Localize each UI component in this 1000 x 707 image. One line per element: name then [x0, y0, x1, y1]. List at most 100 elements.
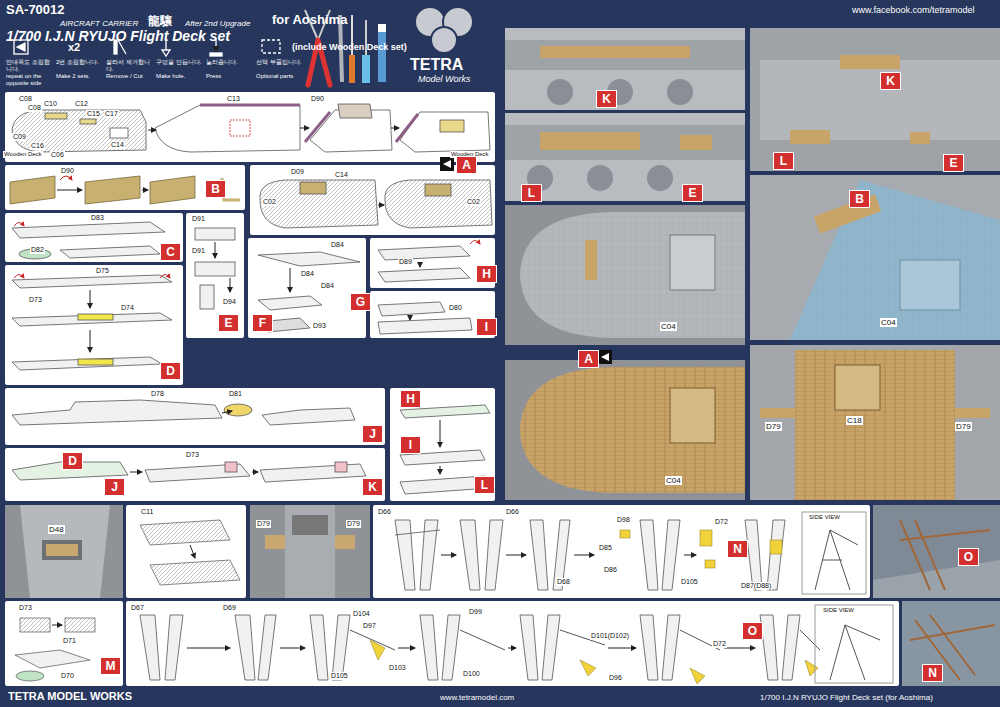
- part-number: D66: [377, 508, 392, 516]
- step-badge: K: [362, 478, 383, 496]
- part-number: C10: [43, 100, 58, 108]
- part-number: C08: [27, 104, 42, 112]
- caption-text: Wooden Deck: [3, 151, 43, 158]
- caption-text: 龍驤: [148, 15, 172, 29]
- step-badge: O: [742, 622, 763, 640]
- part-number: D80: [448, 304, 463, 312]
- step-badge: K: [596, 90, 617, 108]
- part-number: D73: [18, 604, 33, 612]
- part-number: C12: [74, 100, 89, 108]
- part-number: D91: [191, 215, 206, 223]
- step-letter: D: [166, 364, 175, 378]
- part-number: C08: [18, 95, 33, 103]
- step-letter: O: [748, 624, 757, 638]
- step-letter: O: [964, 550, 973, 564]
- caption-text: After 2nd Upgrade: [185, 19, 250, 28]
- part-number: D89: [398, 258, 413, 266]
- part-number: D70: [60, 672, 75, 680]
- part-number: D84: [300, 270, 315, 278]
- caption-text: for Aoshima: [272, 13, 347, 28]
- caption-text: 반대쪽도 조립합니다.: [6, 59, 54, 72]
- part-number: D48: [48, 525, 65, 534]
- caption-text: Make hole.: [156, 73, 204, 80]
- part-number: D97: [362, 622, 377, 630]
- step-letter: I: [409, 438, 412, 452]
- step-badge: E: [943, 154, 964, 172]
- part-number: D101(D102): [590, 632, 630, 640]
- caption-text: www.facebook.com/tetramodel: [852, 5, 975, 15]
- caption-text: 눌러줍니다.: [206, 59, 254, 66]
- step-badge: A: [456, 156, 477, 174]
- caption-text: www.tetramodel.com: [440, 693, 514, 702]
- step-letter: N: [928, 666, 937, 680]
- caption-text: 1/700 I.J.N RYUJO Flight Deck set (for A…: [760, 693, 933, 702]
- part-number: D69: [222, 604, 237, 612]
- step-letter: H: [482, 267, 491, 281]
- step-letter: B: [211, 182, 220, 196]
- part-number: D73: [185, 451, 200, 459]
- step-badge: H: [400, 390, 421, 408]
- part-number: D74: [120, 304, 135, 312]
- step-badge: D: [160, 362, 181, 380]
- step-badge: C: [160, 243, 181, 261]
- step-letter: A: [584, 352, 593, 366]
- part-number: D66: [505, 508, 520, 516]
- part-number: D71: [62, 637, 77, 645]
- part-number: D84: [320, 282, 335, 290]
- step-letter: N: [733, 542, 742, 556]
- part-number: D90: [310, 95, 325, 103]
- step-letter: C: [166, 245, 175, 259]
- part-number: D99: [468, 608, 483, 616]
- part-number: D105: [330, 672, 349, 680]
- part-number: C16: [30, 142, 45, 150]
- part-number: D72: [712, 640, 727, 648]
- part-number: D103: [388, 664, 407, 672]
- part-number: D82: [30, 246, 45, 254]
- step-letter: J: [369, 427, 376, 441]
- step-letter: F: [259, 316, 266, 330]
- step-badge: B: [205, 180, 226, 198]
- part-number: D79: [765, 422, 782, 431]
- part-number: C17: [104, 110, 119, 118]
- step-badge: L: [521, 184, 542, 202]
- step-letter: I: [485, 320, 488, 334]
- step-badge: E: [218, 314, 239, 332]
- part-number: D73: [28, 296, 43, 304]
- part-number: D96: [608, 674, 623, 682]
- step-badge: L: [474, 476, 495, 494]
- part-number: D90: [60, 167, 75, 175]
- part-number: D87(D88): [740, 582, 772, 590]
- part-number: D93: [312, 322, 327, 330]
- part-number: D105: [680, 578, 699, 586]
- caption-text: 구멍을 만듭니다.: [156, 59, 204, 66]
- part-number: D100: [462, 670, 481, 678]
- step-badge: F: [252, 314, 273, 332]
- step-badge: J: [104, 478, 125, 496]
- step-badge: L: [773, 152, 794, 170]
- step-badge: I: [476, 318, 497, 336]
- step-letter: L: [528, 186, 535, 200]
- part-number: C15: [86, 110, 101, 118]
- part-number: D68: [556, 578, 571, 586]
- step-badge: K: [880, 72, 901, 90]
- caption-text: x2: [68, 41, 80, 54]
- caption-text: SA-70012: [6, 3, 65, 18]
- step-letter: M: [106, 659, 116, 673]
- part-number: C06: [50, 151, 65, 159]
- caption-text: 잘라서 제거합니다.: [106, 59, 154, 72]
- part-number: D09: [290, 168, 305, 176]
- part-number: D84: [330, 241, 345, 249]
- step-letter: H: [406, 392, 415, 406]
- step-letter: E: [224, 316, 232, 330]
- part-number: D104: [352, 610, 371, 618]
- step-badge: D: [62, 452, 83, 470]
- part-number: C14: [334, 171, 349, 179]
- caption-text: repeat on the opposite side: [6, 73, 54, 86]
- part-number: D79: [256, 520, 271, 528]
- part-number: D79: [346, 520, 361, 528]
- step-badge: B: [849, 190, 870, 208]
- step-letter: L: [481, 478, 488, 492]
- caption-text: Model Works: [418, 74, 471, 84]
- part-number: D86: [603, 566, 618, 574]
